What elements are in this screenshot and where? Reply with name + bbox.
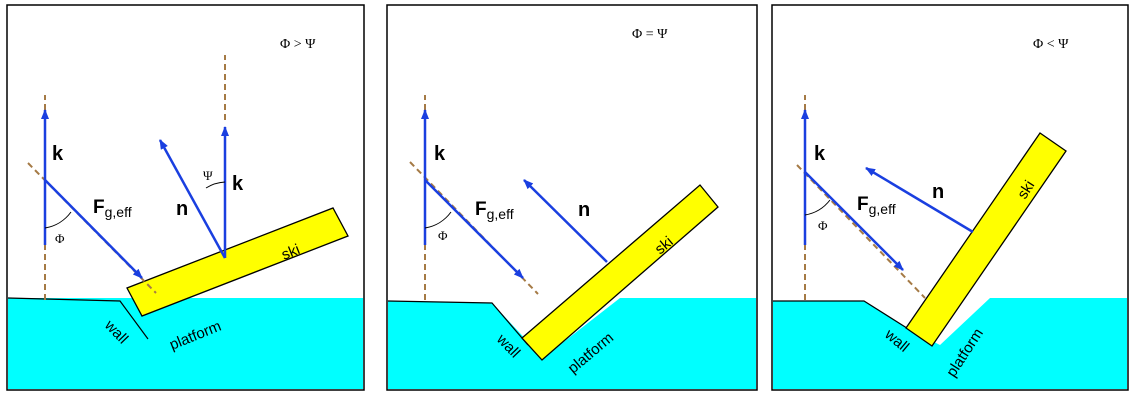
panel-3-n-vector bbox=[865, 166, 974, 234]
panel-3-phi-arc bbox=[804, 199, 831, 216]
panel-2-water bbox=[388, 298, 756, 389]
panel-1: Φ > Ψ k k n Fg,eff Φ Ψ ski wall platform bbox=[6, 4, 365, 391]
panel-2-wall-line bbox=[387, 300, 529, 346]
panel-1-phi-arc bbox=[44, 211, 72, 229]
panel-2-ski bbox=[521, 184, 719, 361]
panel-3-phi-label: Φ bbox=[818, 218, 828, 233]
panel-3-force-label: Fg,eff bbox=[857, 194, 896, 217]
panel-1-n-vector bbox=[158, 139, 227, 259]
panel-1-condition: Φ > Ψ bbox=[280, 37, 316, 52]
panel-2-condition: Φ = Ψ bbox=[632, 27, 668, 42]
panel-2: Φ = Ψ k n Fg,eff Φ ski wall platform bbox=[386, 4, 758, 391]
panel-1-k2-label: k bbox=[232, 173, 244, 195]
panel-3-ski bbox=[905, 132, 1067, 347]
panel-3-wall-line bbox=[773, 300, 911, 331]
panel-3-n-label: n bbox=[932, 181, 944, 203]
panel-3-condition: Φ < Ψ bbox=[1033, 37, 1069, 52]
panel-3-k-label: k bbox=[814, 143, 826, 165]
panel-3-water bbox=[773, 298, 1127, 389]
panel-1-k-label: k bbox=[52, 143, 64, 165]
panel-2-force-vector bbox=[424, 179, 524, 279]
panel-1-phi-label: Φ bbox=[55, 231, 65, 246]
panel-1-ski bbox=[126, 207, 349, 317]
panel-2-phi-label: Φ bbox=[438, 228, 448, 243]
panel-1-force-vector bbox=[44, 179, 143, 279]
panel-2-n-label: n bbox=[578, 199, 590, 221]
panel-1-n-label: n bbox=[176, 198, 188, 220]
panel-3: Φ < Ψ k n Fg,eff Φ ski wall platform bbox=[771, 4, 1129, 391]
panel-3-force-vector bbox=[804, 171, 904, 271]
panel-2-k-label: k bbox=[434, 143, 446, 165]
panel-1-psi-arc bbox=[205, 181, 226, 189]
panel-3-force-dashed-line bbox=[796, 164, 926, 299]
panel-2-force-label: Fg,eff bbox=[475, 199, 514, 222]
panel-1-force-label: Fg,eff bbox=[93, 197, 132, 220]
panel-2-n-vector bbox=[523, 179, 608, 263]
panel-1-psi-label: Ψ bbox=[203, 168, 213, 183]
panel-2-phi-arc bbox=[424, 211, 452, 229]
panel-1-ski-label: ski bbox=[279, 241, 302, 264]
